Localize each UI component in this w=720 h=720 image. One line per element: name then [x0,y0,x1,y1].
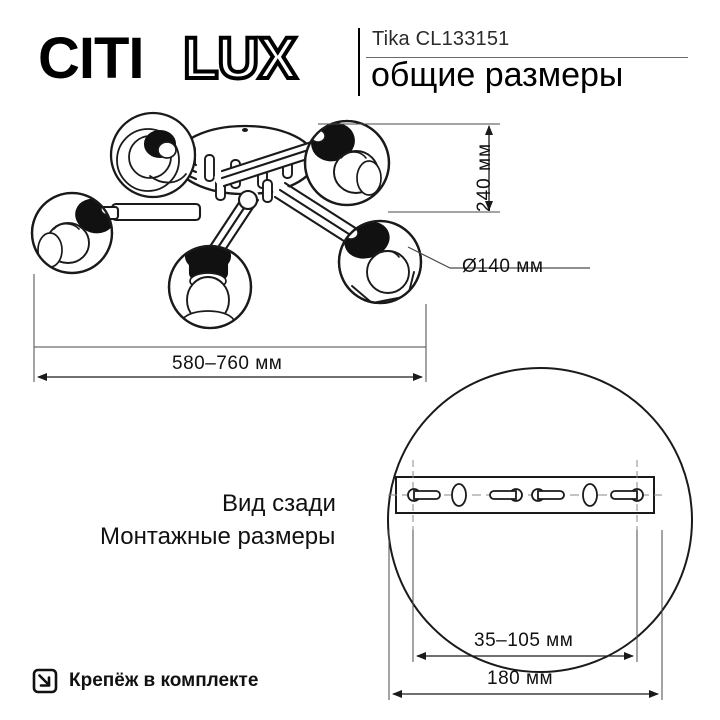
keyhole-slot-3 [531,488,565,502]
header-divider [358,28,360,96]
arm-upper-right [214,129,349,188]
header-rule [366,57,688,58]
shade-bottom-right [337,219,423,305]
dimension-label-overall-width: 580–760 мм [172,353,283,374]
oval-hole-1 [451,483,467,507]
logo-text-outline: LUX [183,28,297,90]
keyhole-slot-2 [489,488,523,502]
product-model: Tika CL133151 [372,28,510,50]
dimension-label-base-diameter: 180 мм [487,668,554,689]
dimension-lines-main [33,123,590,382]
arm-left [98,202,202,222]
dimension-label-mount-span: 35–105 мм [474,630,574,651]
box-arrow-in-icon [32,668,58,694]
dimension-label-height: 240 мм [474,142,495,212]
bracket-holes [407,483,644,507]
keyhole-slot-4 [610,488,644,502]
shade-upper-right [303,119,391,207]
plate-connectors [185,144,293,203]
oval-hole-2 [582,483,598,507]
citilux-logo: CITI LUX [38,28,348,90]
shade-bottom-center [167,244,253,330]
shade-left [30,191,114,275]
base-circle [387,367,693,673]
arm-lower-right [273,181,359,245]
hardware-included-note: Крепёж в комплекте [32,668,258,694]
mounting-bracket [395,476,655,514]
logo-text-solid: CITI [38,28,144,90]
rear-view-caption-secondary: Монтажные размеры [100,523,336,550]
shade-upper-left [109,111,197,199]
hardware-included-label: Крепёж в комплекте [69,670,259,691]
dimension-label-shade-diameter: Ø140 мм [462,256,544,277]
arm-upper-left [146,138,203,181]
chandelier-illustration [30,111,423,330]
ceiling-plate [173,124,317,196]
keyhole-slot-1 [407,488,441,502]
page-title: общие размеры [371,56,624,94]
arm-lower-center [207,189,260,259]
rear-view-caption-primary: Вид сзади [222,490,336,517]
